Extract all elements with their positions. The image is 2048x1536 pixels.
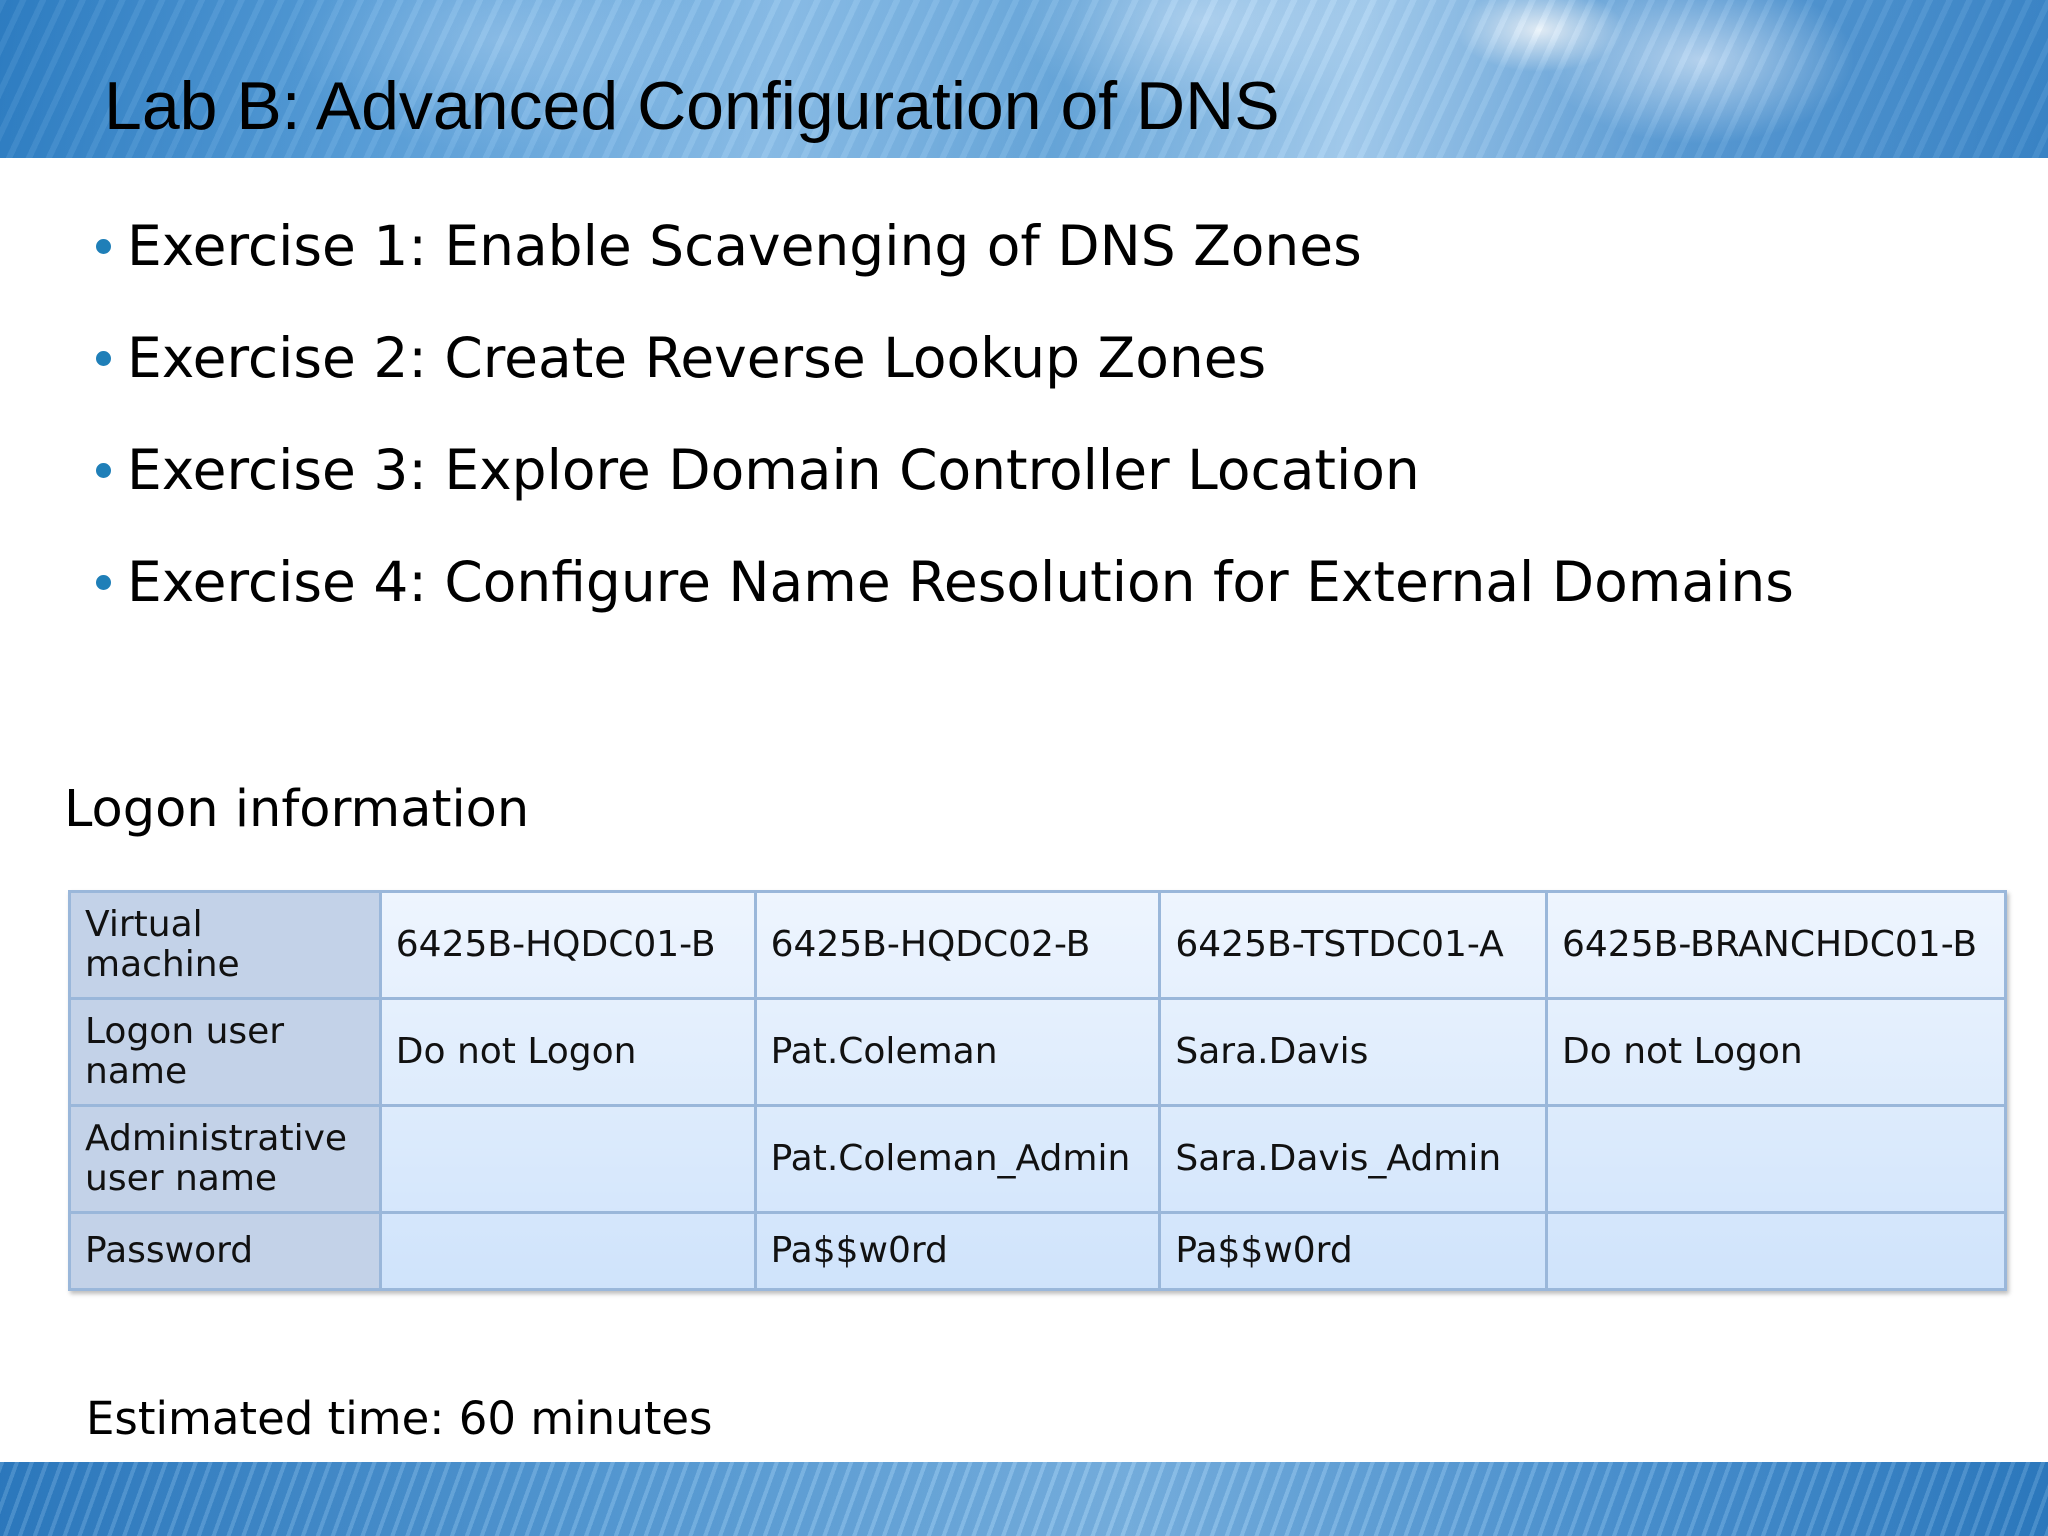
- exercise-item: Exercise 3: Explore Domain Controller Lo…: [96, 414, 1794, 526]
- bullet-icon: [96, 350, 111, 366]
- table-cell: 6425B-HQDC02-B: [753, 890, 1162, 1000]
- table-cell: Pa$$w0rd: [1158, 1211, 1548, 1291]
- table-cell: Sara.Davis_Admin: [1158, 1104, 1548, 1214]
- logon-table: Virtual machine 6425B-HQDC01-B 6425B-HQD…: [68, 890, 2007, 1291]
- row-header: Password: [68, 1211, 382, 1291]
- exercise-list: Exercise 1: Enable Scavenging of DNS Zon…: [96, 190, 1794, 638]
- table-cell: [1545, 1104, 2007, 1214]
- table-cell: [1545, 1211, 2007, 1291]
- table-cell: Do not Logon: [1545, 997, 2007, 1107]
- estimated-time: Estimated time: 60 minutes: [86, 1392, 713, 1445]
- slide-title: Lab B: Advanced Configuration of DNS: [104, 68, 1280, 144]
- table-row-password: Password Pa$$w0rd Pa$$w0rd: [68, 1211, 2007, 1291]
- exercise-text: Exercise 2: Create Reverse Lookup Zones: [127, 326, 1267, 390]
- table-cell: Pat.Coleman: [753, 997, 1162, 1107]
- table-cell: [378, 1104, 757, 1214]
- logon-information-heading: Logon information: [64, 780, 530, 839]
- exercise-item: Exercise 1: Enable Scavenging of DNS Zon…: [96, 190, 1794, 302]
- table-cell: Pa$$w0rd: [753, 1211, 1162, 1291]
- table-row-logon-user-name: Logon user name Do not Logon Pat.Coleman…: [68, 997, 2007, 1107]
- bullet-icon: [96, 462, 111, 478]
- table-cell: [378, 1211, 757, 1291]
- table-cell: Sara.Davis: [1158, 997, 1548, 1107]
- footer-band: [0, 1462, 2048, 1536]
- exercise-text: Exercise 4: Configure Name Resolution fo…: [127, 550, 1794, 614]
- table-cell: 6425B-HQDC01-B: [378, 890, 757, 1000]
- table-cell: 6425B-TSTDC01-A: [1158, 890, 1548, 1000]
- exercise-text: Exercise 3: Explore Domain Controller Lo…: [127, 438, 1420, 502]
- bullet-icon: [96, 574, 111, 590]
- table-cell: 6425B-BRANCHDC01-B: [1545, 890, 2007, 1000]
- table-cell: Do not Logon: [378, 997, 757, 1107]
- header-band: [0, 0, 2048, 158]
- table-row-administrative-user-name: Administrative user name Pat.Coleman_Adm…: [68, 1104, 2007, 1214]
- bullet-icon: [96, 238, 111, 254]
- row-header: Administrative user name: [68, 1104, 382, 1214]
- exercise-item: Exercise 2: Create Reverse Lookup Zones: [96, 302, 1794, 414]
- table-cell: Pat.Coleman_Admin: [753, 1104, 1162, 1214]
- exercise-text: Exercise 1: Enable Scavenging of DNS Zon…: [127, 214, 1362, 278]
- exercise-item: Exercise 4: Configure Name Resolution fo…: [96, 526, 1794, 638]
- table-row-virtual-machine: Virtual machine 6425B-HQDC01-B 6425B-HQD…: [68, 890, 2007, 1000]
- row-header: Logon user name: [68, 997, 382, 1107]
- row-header: Virtual machine: [68, 890, 382, 1000]
